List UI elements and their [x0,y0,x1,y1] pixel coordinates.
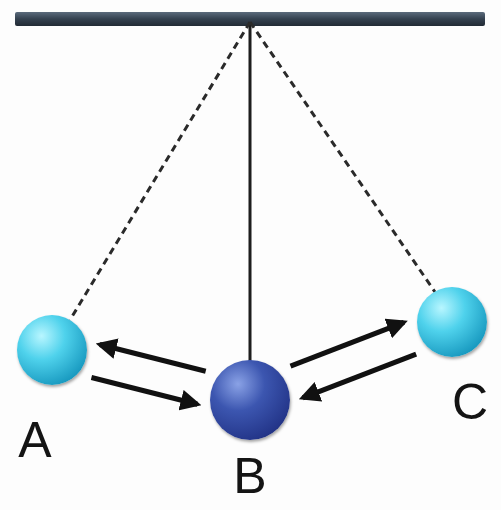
pendulum-ball: C [417,287,487,357]
pendulum-ball: A [17,315,87,385]
pendulum-ball: B [210,360,290,440]
dashed-string [70,22,250,320]
string [249,22,252,362]
position-label: B [233,451,266,501]
motion-arrow [291,322,404,366]
dashed-string [250,22,435,292]
position-label: C [452,377,488,427]
position-label: A [18,415,51,465]
motion-arrow [100,345,206,372]
motion-arrow [91,378,197,405]
motion-arrow [303,354,416,398]
